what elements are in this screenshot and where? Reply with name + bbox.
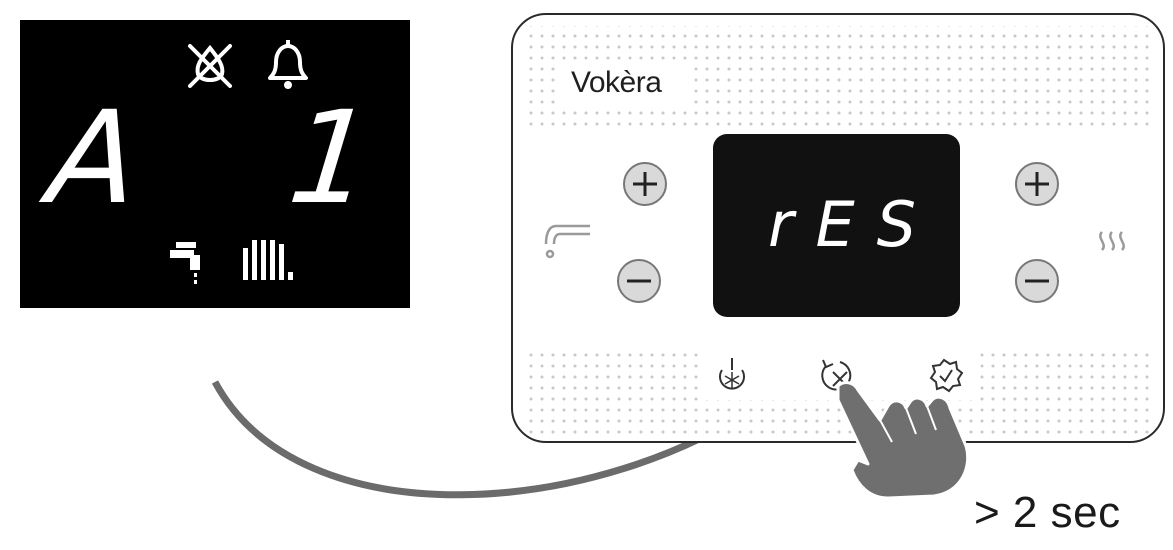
bell-icon [268, 40, 308, 89]
hold-duration-label: > 2 sec [974, 488, 1121, 537]
left-plus-button[interactable] [623, 162, 667, 206]
hand-pointer-icon [836, 381, 970, 500]
power-snowflake-button[interactable] [719, 358, 745, 390]
device-screen-text: rES [768, 188, 939, 261]
heat-waves-icon [1099, 231, 1125, 251]
no-flame-icon [188, 44, 232, 88]
error-code-text: A 10 [42, 84, 574, 233]
error-display-screen [20, 20, 410, 308]
settings-button[interactable] [929, 358, 964, 393]
radiator-icon [243, 240, 293, 280]
left-minus-button[interactable] [617, 259, 661, 303]
right-plus-button[interactable] [1015, 162, 1059, 206]
brand-logo: Vokèra [571, 66, 662, 99]
tap-icon [544, 224, 590, 259]
tap-icon [170, 242, 200, 284]
device-screen [713, 134, 960, 317]
right-minus-button[interactable] [1015, 259, 1059, 303]
